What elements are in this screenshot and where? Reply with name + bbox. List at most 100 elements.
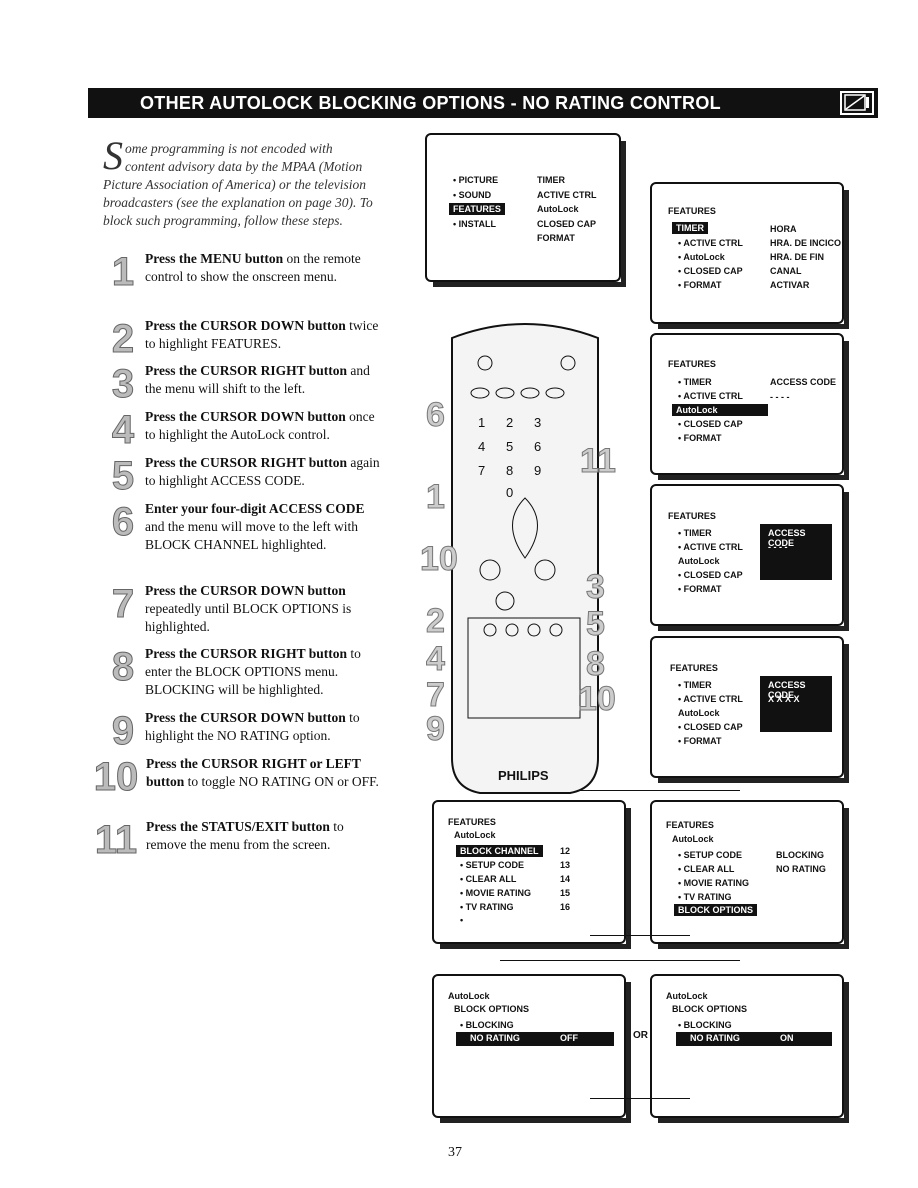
menu-item-movie-rating: • MOVIE RATING <box>678 878 749 888</box>
menu-item-clear-all: • CLEAR ALL <box>460 874 517 884</box>
menu-screen-autolock-2: FEATURES AutoLock • SETUP CODE • CLEAR A… <box>650 800 849 949</box>
connector-arrow <box>590 935 690 936</box>
step-detail: to remove the menu from the screen. <box>146 819 344 852</box>
menu-screen-main: • PICTURE • SOUND FEATURES • INSTALL TIM… <box>425 133 626 287</box>
submenu-closed-cap: CLOSED CAP <box>537 219 597 229</box>
menu-item-install: • INSTALL <box>453 219 496 229</box>
callout-number: 3 <box>586 568 606 607</box>
page-number: 37 <box>448 1145 462 1160</box>
callout-number: 1 <box>426 478 446 517</box>
key-9[interactable]: 9 <box>534 463 542 478</box>
menu-item-active-ctrl: • ACTIVE CTRL <box>678 542 743 552</box>
step-instruction: Press the STATUS/EXIT button <box>146 819 330 834</box>
menu-screen-features-2: FEATURES • TIMER • ACTIVE CTRL AutoLock … <box>650 333 849 480</box>
submenu-no-rating: NO RATING <box>776 864 826 874</box>
step-detail: once to highlight the AutoLock control. <box>145 409 375 442</box>
remote-brand: PHILIPS <box>498 768 549 783</box>
channel-16: 16 <box>560 902 571 912</box>
menu-screen-autolock-1: FEATURES AutoLock BLOCK CHANNEL • SETUP … <box>432 800 631 949</box>
connector-line <box>500 790 740 791</box>
callout-number: 9 <box>426 710 446 749</box>
access-code-box: ACCESS CODE X X X X <box>760 676 832 732</box>
menu-item-setup-code: • SETUP CODE <box>678 850 742 860</box>
key-4[interactable]: 4 <box>478 439 486 454</box>
key-1[interactable]: 1 <box>478 415 486 430</box>
screen-title: FEATURES <box>448 817 496 827</box>
access-code-label: ACCESS CODE <box>768 528 806 548</box>
submenu-hra-inicio: HRA. DE INCICO <box>770 238 842 248</box>
callout-number: 4 <box>426 640 446 679</box>
step-instruction: Press the CURSOR DOWN button <box>145 409 346 424</box>
step-detail: to highlight the NO RATING option. <box>145 710 360 743</box>
step-detail: again to highlight ACCESS CODE. <box>145 455 380 488</box>
submenu-blocking: BLOCKING <box>776 850 824 860</box>
submenu-hora: HORA <box>770 224 797 234</box>
menu-item-autolock: • AutoLock <box>678 252 725 262</box>
menu-item-features: FEATURES <box>449 203 505 215</box>
channel-14: 14 <box>560 874 571 884</box>
callout-number: 11 <box>580 442 617 481</box>
step-detail: to enter the BLOCK OPTIONS menu. BLOCKIN… <box>145 646 361 697</box>
channel-13: 13 <box>560 860 571 870</box>
submenu-activar: ACTIVAR <box>770 280 810 290</box>
step-number: 10 <box>93 755 139 800</box>
menu-item-format: • FORMAT <box>678 736 722 746</box>
callout-number: 7 <box>426 676 446 715</box>
menu-item-setup-code: • SETUP CODE <box>460 860 524 870</box>
menu-item-block-channel: BLOCK CHANNEL <box>456 845 543 857</box>
screen-subtitle: BLOCK OPTIONS <box>454 1004 530 1014</box>
step-instruction: Press the CURSOR DOWN button <box>145 318 346 333</box>
menu-item-timer: • TIMER <box>678 680 712 690</box>
step-number: 7 <box>111 582 135 627</box>
submenu-timer: TIMER <box>537 175 565 185</box>
access-code-box: ACCESS CODE - - - - <box>760 524 832 580</box>
menu-item-picture: • PICTURE <box>453 175 499 185</box>
callout-number: 5 <box>586 605 606 644</box>
step-number: 2 <box>111 317 135 362</box>
callout-number: 2 <box>426 602 446 641</box>
step-detail: to toggle NO RATING ON or OFF. <box>184 774 379 789</box>
step-instruction: Press the MENU button <box>145 251 284 266</box>
menu-item-format: • FORMAT <box>678 280 722 290</box>
step-detail: on the remote control to show the onscre… <box>145 251 361 284</box>
step-1: 1 Press the MENU button on the remote con… <box>105 250 385 295</box>
screen-title: AutoLock <box>448 991 490 1001</box>
key-6[interactable]: 6 <box>534 439 542 454</box>
key-5[interactable]: 5 <box>506 439 514 454</box>
menu-item-closed-cap: • CLOSED CAP <box>678 722 743 732</box>
intro-dropcap: S <box>103 133 123 178</box>
step-number: 1 <box>111 250 135 295</box>
key-0[interactable]: 0 <box>506 485 514 500</box>
step-number: 3 <box>111 362 135 407</box>
menu-item-active-ctrl: • ACTIVE CTRL <box>678 238 743 248</box>
page-title: OTHER AUTOLOCK BLOCKING OPTIONS - NO RAT… <box>140 92 721 113</box>
menu-item-block-options: BLOCK OPTIONS <box>674 904 758 916</box>
step-instruction: Press the CURSOR RIGHT button <box>145 646 348 661</box>
step-instruction: Press the CURSOR RIGHT button <box>145 363 348 378</box>
step-detail: repeatedly until BLOCK OPTIONS is highli… <box>145 601 352 634</box>
step-number: 9 <box>111 709 135 754</box>
menu-item-format: • FORMAT <box>678 433 722 443</box>
step-instruction: Press the CURSOR RIGHT or LEFT button <box>146 756 361 789</box>
menu-screen-features-4: FEATURES • TIMER • ACTIVE CTRL AutoLock … <box>650 636 849 783</box>
menu-screen-block-options-on: AutoLock BLOCK OPTIONS • BLOCKING NO RAT… <box>650 974 849 1123</box>
screen-title: FEATURES <box>668 511 716 521</box>
key-8[interactable]: 8 <box>506 463 514 478</box>
key-7[interactable]: 7 <box>478 463 486 478</box>
step-instruction: Enter your four-digit ACCESS CODE <box>145 501 365 516</box>
key-2[interactable]: 2 <box>506 415 514 430</box>
key-3[interactable]: 3 <box>534 415 542 430</box>
no-rating-label: NO RATING <box>690 1033 740 1043</box>
intro-text: ome programming is not encoded with cont… <box>103 141 373 228</box>
screen-title: AutoLock <box>666 991 708 1001</box>
menu-item-timer: • TIMER <box>678 377 712 387</box>
no-rating-row: NO RATING OFF <box>456 1032 614 1046</box>
menu-item-sound: • SOUND <box>453 190 492 200</box>
menu-item-closed-cap: • CLOSED CAP <box>678 266 743 276</box>
step-number: 5 <box>111 454 135 499</box>
